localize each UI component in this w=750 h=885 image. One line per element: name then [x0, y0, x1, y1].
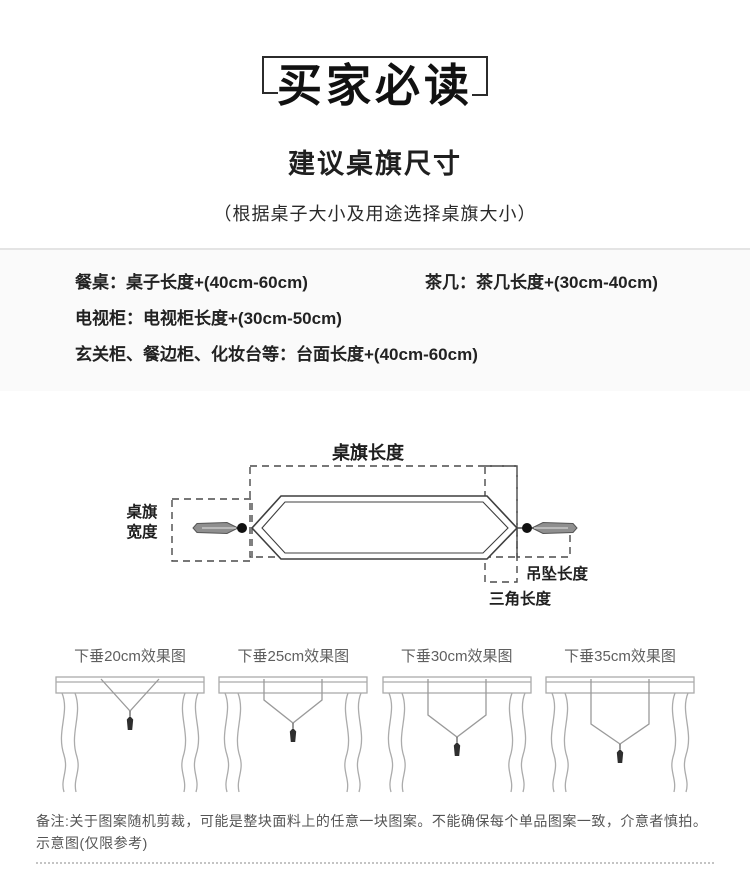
runner-outline-outer [250, 495, 519, 561]
figure-drop-25cm: 下垂25cm效果图 [218, 645, 368, 800]
runner-length-label: 桌旗长度 [331, 442, 405, 463]
size-item-dining-table: 餐桌：桌子长度+(40cm-60cm) [75, 273, 308, 293]
title-bracket-frame: 买家必读 [262, 56, 488, 110]
figure-label: 下垂25cm效果图 [237, 648, 350, 666]
runner-drop-outline [590, 679, 650, 746]
size-guide-row: 电视柜：电视柜长度+(30cm-50cm) [75, 309, 675, 329]
table-illustration-20cm [55, 676, 205, 793]
dimension-diagram-svg: 桌旗长度 桌旗 宽度 吊坠长度 三角长度 [126, 442, 589, 608]
drop-effect-figures: 下垂20cm效果图 下垂25cm效果图 [0, 645, 750, 800]
size-guide-section: 餐桌：桌子长度+(40cm-60cm) 茶几：茶几长度+(30cm-40cm) … [0, 248, 750, 392]
tassel-icon [290, 728, 297, 743]
figure-label: 下垂35cm效果图 [564, 648, 676, 666]
runner-width-label-line1: 桌旗 [126, 502, 158, 521]
size-guide-row: 玄关柜、餐边柜、化妆台等：台面长度+(40cm-60cm) [75, 345, 675, 365]
table-illustration-30cm [382, 676, 532, 793]
runner-dimension-diagram: 桌旗长度 桌旗 宽度 吊坠长度 三角长度 [0, 414, 750, 631]
runner-width-label-line2: 宽度 [126, 522, 158, 541]
right-bead-icon [522, 523, 532, 534]
figure-label: 下垂20cm效果图 [74, 648, 186, 666]
table-illustration-35cm [545, 676, 695, 793]
runner-drop-outline [427, 679, 487, 739]
page-title: 买家必读 [276, 61, 473, 111]
dotted-divider [36, 861, 714, 864]
subtitle-note: （根据桌子大小及用途选择桌旗大小） [213, 204, 537, 225]
size-guide-row: 餐桌：桌子长度+(40cm-60cm) 茶几：茶几长度+(30cm-40cm) [75, 273, 675, 293]
pendant-length-label: 吊坠长度 [526, 564, 589, 583]
section-subtitle: 建议桌旗尺寸 [288, 149, 462, 180]
runner-outline-inner [261, 501, 509, 554]
runner-width-measure-box [171, 498, 253, 562]
figure-drop-30cm: 下垂30cm效果图 [382, 645, 532, 800]
runner-drop-outline [263, 679, 323, 725]
triangle-length-label: 三角长度 [489, 589, 552, 608]
figure-label: 下垂30cm效果图 [400, 648, 513, 666]
size-item-other-cabinets: 玄关柜、餐边柜、化妆台等：台面长度+(40cm-60cm) [75, 345, 478, 365]
table-illustration-25cm [218, 676, 368, 793]
size-item-tea-table: 茶几：茶几长度+(30cm-40cm) [425, 273, 658, 293]
title-frame-topline [262, 56, 488, 58]
size-item-tv-cabinet: 电视柜：电视柜长度+(30cm-50cm) [75, 309, 342, 329]
tassel-icon [126, 716, 134, 731]
runner-drop-outline [100, 678, 160, 713]
left-bead-icon [237, 523, 247, 534]
footer-note: 备注:关于图案随机剪裁，可能是整块面料上的任意一块图案。不能确保每个单品图案一致… [36, 813, 708, 851]
triangle-length-measure-box [484, 465, 518, 583]
figure-drop-20cm: 下垂20cm效果图 [55, 645, 205, 800]
figure-drop-35cm: 下垂35cm效果图 [545, 645, 695, 800]
tassel-icon [616, 749, 624, 764]
tassel-icon [453, 742, 460, 757]
